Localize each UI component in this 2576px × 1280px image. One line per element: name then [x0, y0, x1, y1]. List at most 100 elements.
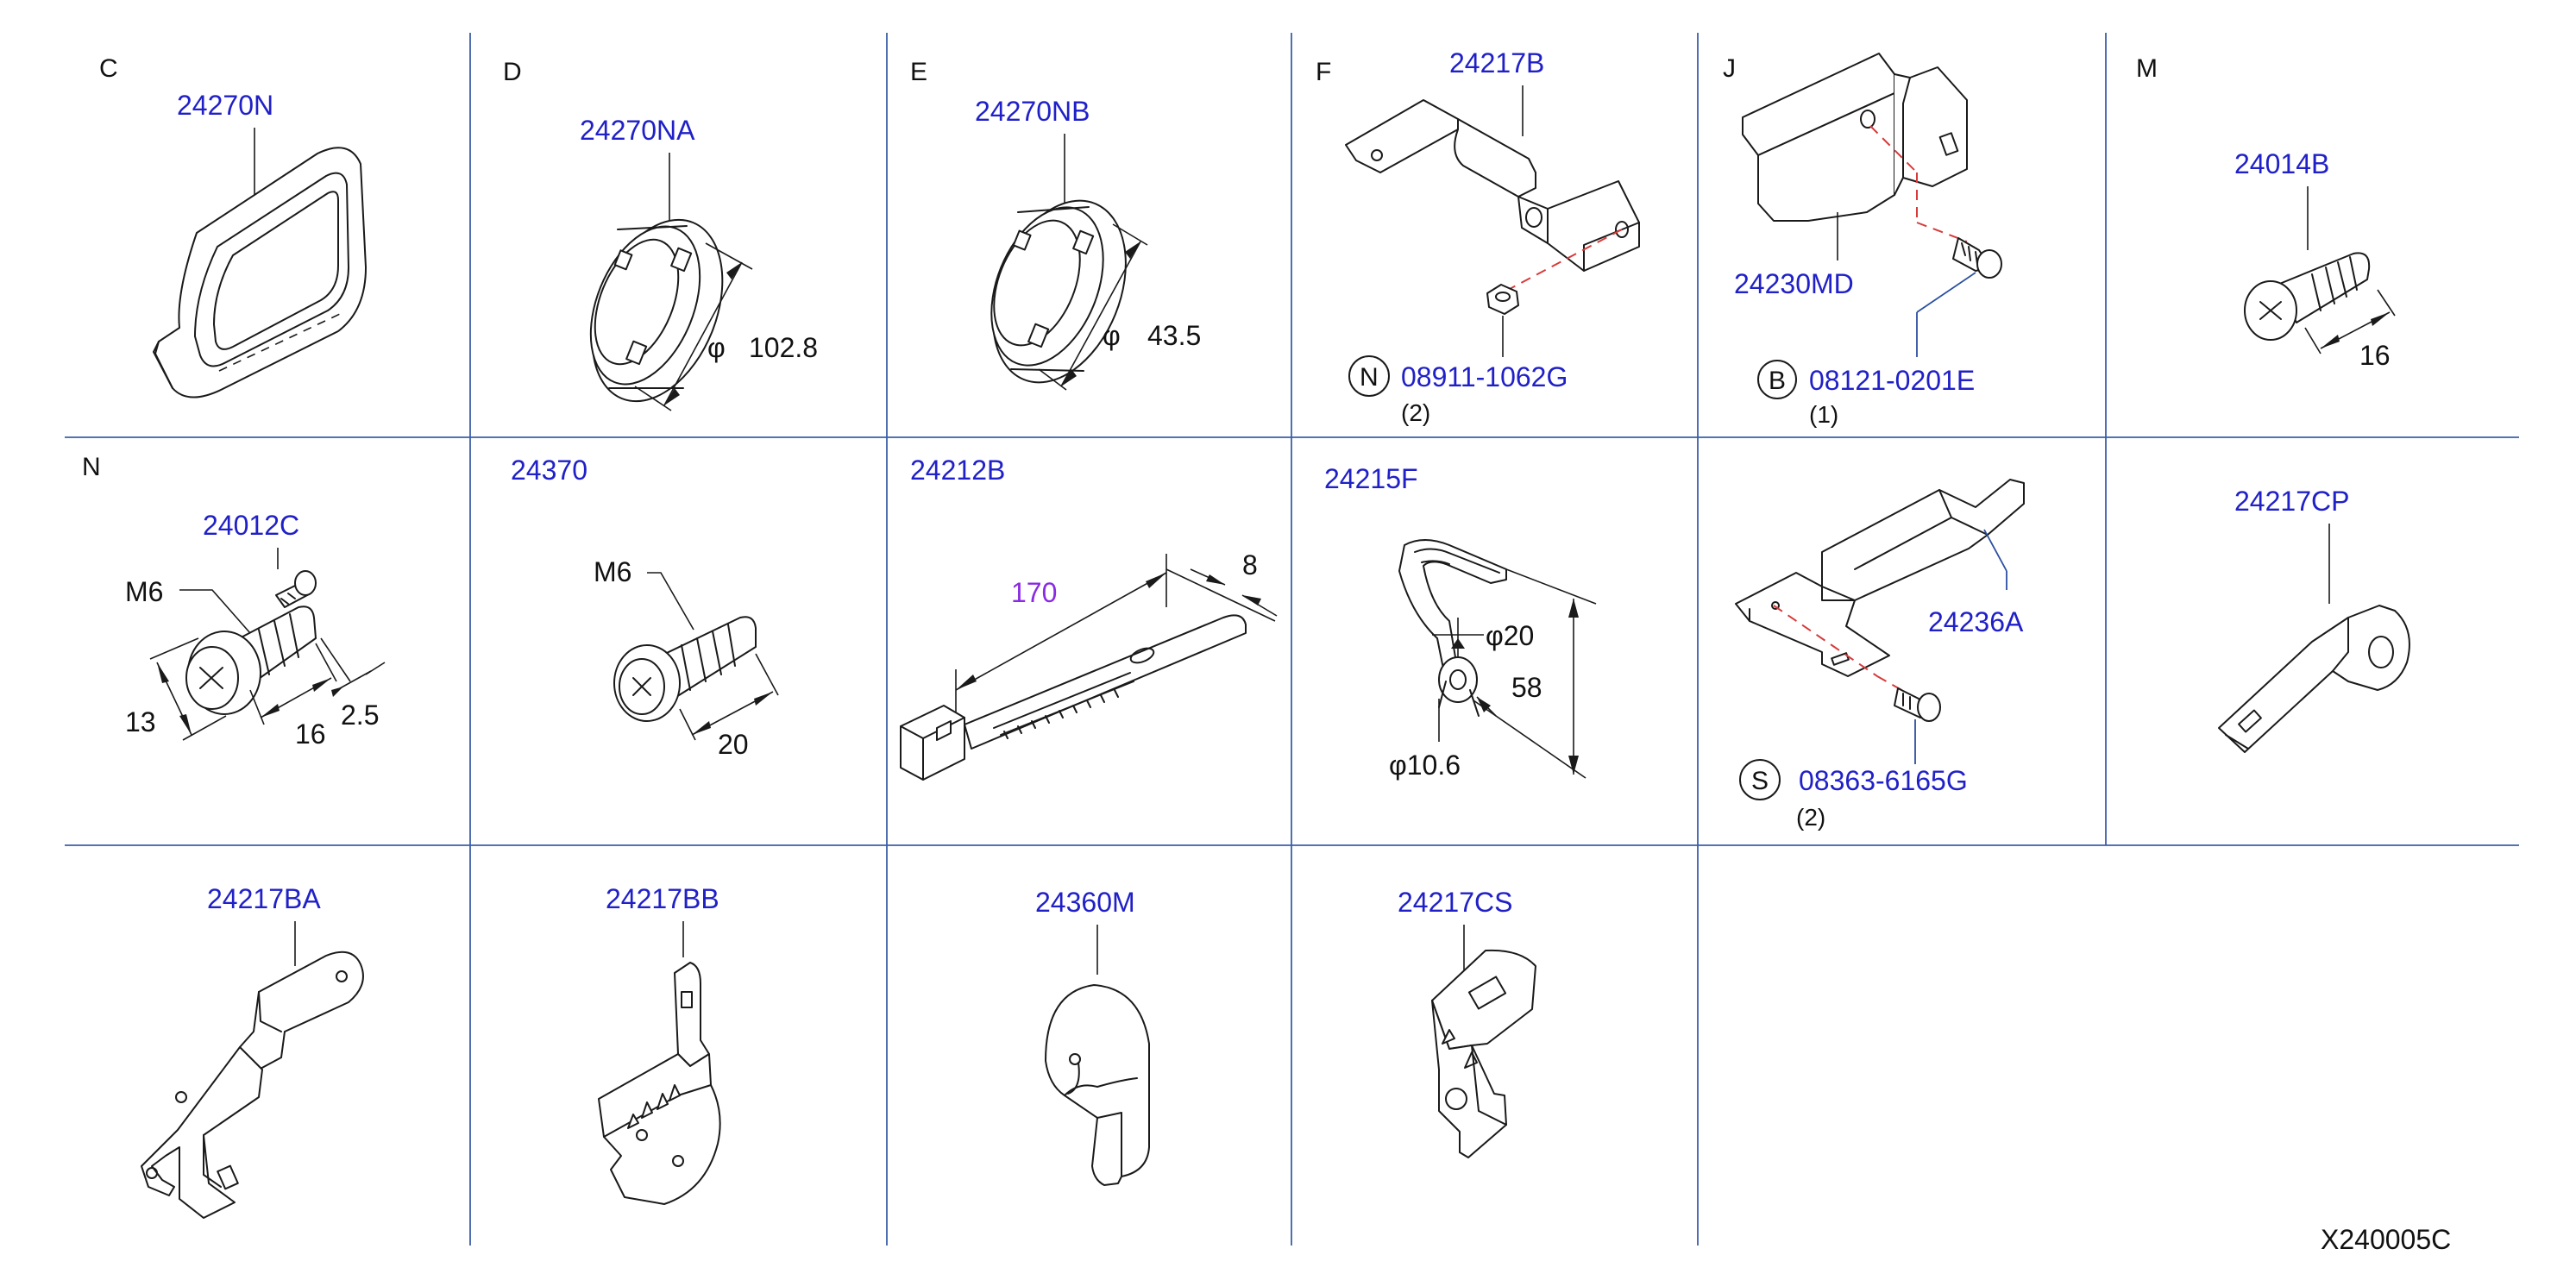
- dimension-diameter: [634, 242, 753, 411]
- cell-letter-n: N: [82, 453, 101, 481]
- part-number-24236a[interactable]: 24236A: [1928, 606, 2024, 637]
- cell-letter-j: J: [1723, 54, 1736, 83]
- callout-letter: B: [1769, 367, 1786, 395]
- cell-letter-e: E: [910, 58, 927, 86]
- small-bolt-drawing: [275, 570, 317, 608]
- dimension-length: [2304, 289, 2396, 355]
- cell-letter-d: D: [503, 58, 522, 86]
- part-number-24012c[interactable]: 24012C: [203, 510, 299, 541]
- cell-d: D 24270NA φ 102.8: [503, 58, 818, 411]
- thread-label: M6: [594, 556, 631, 587]
- cell-letter-c: C: [99, 54, 118, 83]
- dimension-value: 102.8: [749, 332, 818, 363]
- dimension-small-diameter: [1438, 696, 1497, 742]
- dimension-value: 43.5: [1147, 320, 1201, 351]
- bracket-drawing: [141, 951, 364, 1219]
- part-number-24270na[interactable]: 24270NA: [580, 115, 695, 146]
- dimension-length-value: 16: [2359, 340, 2391, 371]
- hidden-line: [1507, 229, 1623, 291]
- cell-cs: 24217CS: [1398, 887, 1536, 1158]
- part-number-24215f[interactable]: 24215F: [1324, 463, 1418, 494]
- dimension-length: [679, 653, 779, 741]
- cell-bolt: 24370 M6 20: [511, 455, 779, 760]
- quantity-label: (2): [1796, 804, 1825, 831]
- dimension-length-value: 16: [295, 718, 326, 750]
- grid-lines: [65, 33, 2519, 1245]
- leader-line: [179, 589, 251, 634]
- dimension-phi: φ: [707, 332, 726, 363]
- bolt-drawing: [1894, 687, 1941, 722]
- bracket-drawing: [598, 962, 721, 1205]
- thread-label: M6: [125, 576, 163, 607]
- bolt-drawing: [2244, 252, 2371, 341]
- leader-line: [1916, 272, 1976, 313]
- part-number-24217cp[interactable]: 24217CP: [2234, 486, 2349, 517]
- part-number-24217cs[interactable]: 24217CS: [1398, 887, 1512, 918]
- cell-c: C 24270N: [99, 54, 367, 398]
- cell-boot: 24360M: [1035, 887, 1150, 1186]
- bracket-drawing: [2218, 605, 2410, 753]
- dimension-length: [955, 554, 1167, 712]
- dimension-height: [1473, 568, 1597, 779]
- boot-cap-drawing: [1045, 984, 1150, 1186]
- dimension-thickness: [320, 637, 386, 697]
- clip-drawing: [1398, 539, 1507, 717]
- dimension-width-value: 8: [1242, 549, 1258, 580]
- part-number-24270n[interactable]: 24270N: [177, 90, 273, 121]
- part-number-24212b[interactable]: 24212B: [910, 455, 1005, 486]
- bracket-drawing: [1735, 479, 2025, 677]
- cell-j: J 24230MD B 08121-0201E (1): [1723, 53, 2002, 428]
- cell-clip: 24215F φ20 φ10.6 58: [1324, 463, 1597, 781]
- fastener-part-number[interactable]: 08363-6165G: [1799, 765, 1968, 796]
- dimension-small-diameter-value: φ10.6: [1389, 750, 1461, 781]
- bracket-drawing: [1345, 99, 1640, 272]
- leader-line: [647, 572, 694, 631]
- dimension-phi: φ: [1103, 320, 1121, 351]
- part-number-24217b[interactable]: 24217B: [1449, 47, 1544, 78]
- callout-circle: [1348, 355, 1390, 397]
- dimension-large-diameter: [1432, 618, 1484, 657]
- part-number-24370[interactable]: 24370: [511, 455, 587, 486]
- dimension-length-value: 20: [718, 729, 749, 760]
- grommet-round-drawing: [589, 218, 724, 403]
- dimension-head: [149, 637, 227, 741]
- cell-ba: 24217BA: [141, 883, 364, 1219]
- leader-line: [1983, 529, 2007, 572]
- quantity-label: (1): [1809, 401, 1838, 428]
- part-number-24217ba[interactable]: 24217BA: [207, 883, 321, 914]
- callout-letter: S: [1751, 767, 1769, 795]
- diagram-id: X240005C: [2321, 1224, 2451, 1255]
- cell-bracket-a: 24236A S 08363-6165G (2): [1735, 479, 2025, 831]
- fastener-part-number[interactable]: 08911-1062G: [1401, 361, 1568, 392]
- quantity-label: (2): [1401, 399, 1430, 426]
- bolt-drawing: [1952, 237, 2002, 279]
- bolt-drawing: [613, 616, 757, 722]
- cell-letter-f: F: [1316, 58, 1331, 86]
- cell-n: N 24012C M6 13: [82, 453, 386, 750]
- cell-cp: 24217CP: [2218, 486, 2410, 753]
- part-number-24230md[interactable]: 24230MD: [1734, 268, 1854, 299]
- cell-e: E 24270NB φ 43.5: [910, 58, 1201, 391]
- callout-circle: [1739, 759, 1781, 800]
- cell-bb: 24217BB: [598, 883, 721, 1205]
- dimension-large-diameter-value: φ20: [1486, 620, 1534, 651]
- fastener-part-number[interactable]: 08121-0201E: [1809, 365, 1975, 396]
- dimension-width: [1165, 568, 1278, 622]
- dimension-length: [249, 643, 337, 725]
- part-number-24217bb[interactable]: 24217BB: [606, 883, 719, 914]
- bolt-washer-drawing: [185, 605, 317, 715]
- part-number-24270nb[interactable]: 24270NB: [975, 96, 1090, 127]
- callout-letter: N: [1360, 363, 1379, 392]
- cell-m: M 24014B 16: [2136, 54, 2396, 371]
- dimension-height-value: 58: [1511, 672, 1542, 703]
- dimension-thickness-value: 2.5: [341, 700, 379, 731]
- grommet-ring-drawing: [153, 147, 367, 398]
- nut-drawing: [1486, 284, 1519, 315]
- cell-f: F 24217B N 08911-1062G (2): [1316, 47, 1640, 426]
- grommet-round-drawing: [990, 199, 1127, 384]
- hidden-line: [1869, 125, 1918, 173]
- part-number-24014b[interactable]: 24014B: [2234, 148, 2329, 179]
- part-number-24360m[interactable]: 24360M: [1035, 887, 1135, 918]
- cable-tie-drawing: [900, 614, 1247, 781]
